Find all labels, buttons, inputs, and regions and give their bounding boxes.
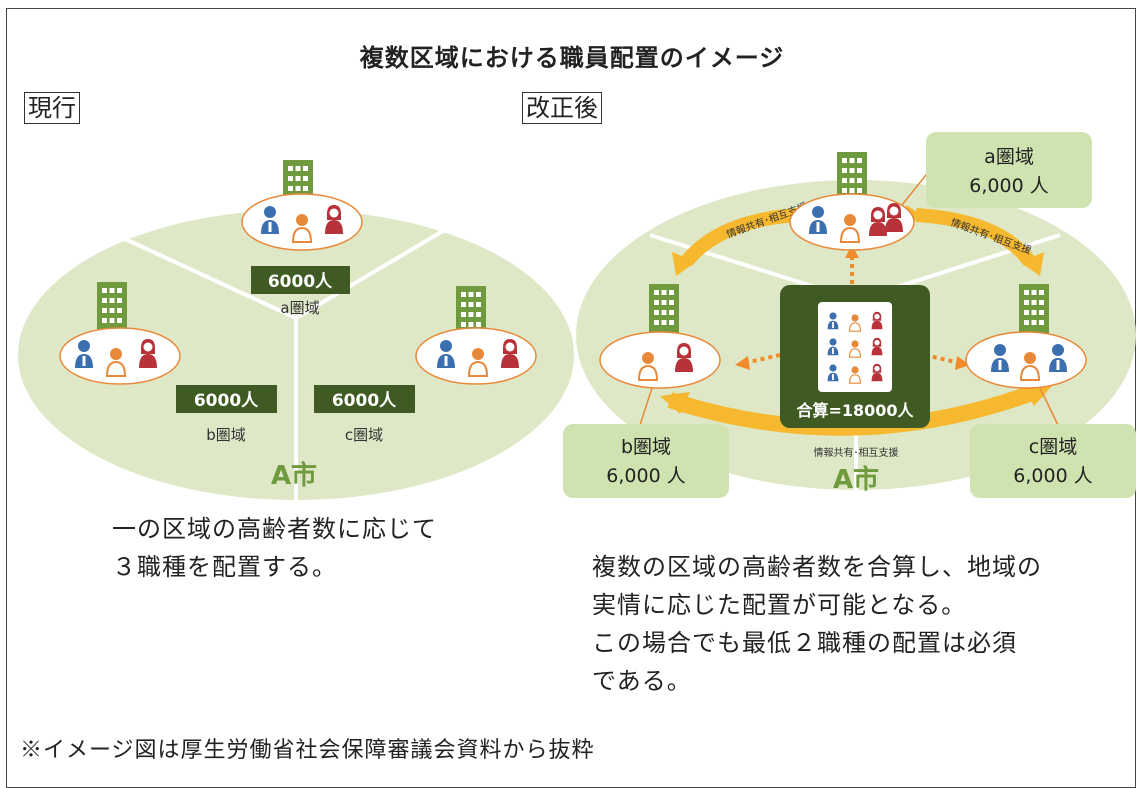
- callout-a: a圏域 6,000 人: [901, 132, 1092, 208]
- current-caption: 一の区域の高齢者数に応じて ３職種を配置する。: [112, 515, 437, 581]
- person-icon: [325, 205, 343, 234]
- area-name: a圏域: [280, 299, 319, 317]
- svg-text:c圏域: c圏域: [1029, 436, 1077, 458]
- revised-diagram: 情報共有･相互支援 情報共有･相互支援 情報共有･相互支援: [563, 132, 1136, 498]
- total-box: 合算=18000人: [780, 285, 930, 428]
- svg-text:6,000 人: 6,000 人: [606, 465, 685, 487]
- staff-plate: [599, 331, 721, 389]
- share-arrow-left: [680, 208, 799, 267]
- area-name: b圏域: [206, 426, 246, 444]
- city-label: A市: [271, 460, 317, 491]
- person-icon: [501, 339, 519, 368]
- current-diagram: 6000人 a圏域 6000人 b圏域 6000人 c圏域 A市: [18, 160, 574, 500]
- current-area-a: 6000人 a圏域: [241, 160, 363, 317]
- person-icon: [675, 343, 693, 372]
- dashed-arrows: [744, 255, 961, 365]
- current-area-c: 6000人 c圏域: [314, 286, 537, 444]
- svg-text:b圏域: b圏域: [621, 436, 671, 458]
- svg-text:6,000 人: 6,000 人: [1013, 465, 1092, 487]
- area-count: 6000人: [268, 272, 333, 292]
- person-icon: [139, 339, 157, 368]
- arrow-label: 情報共有･相互支援: [814, 446, 899, 459]
- share-arrow-right: [915, 208, 1036, 267]
- current-area-b: 6000人 b圏域: [59, 282, 277, 444]
- total-label: 合算=18000人: [796, 401, 914, 420]
- page-title: 複数区域における職員配置のイメージ: [359, 44, 785, 72]
- person-icon: [885, 203, 903, 232]
- person-icon: [869, 207, 887, 236]
- svg-text:a圏域: a圏域: [984, 146, 1034, 168]
- area-count: 6000人: [194, 391, 259, 411]
- callout-c: c圏域 6,000 人: [970, 387, 1136, 498]
- revised-caption: 複数の区域の高齢者数を合算し、地域の 実情に応じた配置が可能となる。 この場合で…: [592, 553, 1042, 695]
- area-name: c圏域: [345, 426, 383, 444]
- current-divider-lines: [109, 213, 472, 500]
- svg-text:6,000 人: 6,000 人: [969, 175, 1048, 197]
- diagram-canvas: 6000人 a圏域 6000人 b圏域 6000人 c圏域 A市: [18, 132, 1136, 500]
- area-count: 6000人: [332, 391, 397, 411]
- label-current: 現行: [24, 92, 80, 124]
- footnote: ※イメージ図は厚生労働省社会保障審議会資料から抜粋: [20, 738, 595, 763]
- callout-b: b圏域 6,000 人: [563, 387, 729, 498]
- city-label: A市: [833, 464, 879, 495]
- label-revised: 改正後: [522, 92, 602, 124]
